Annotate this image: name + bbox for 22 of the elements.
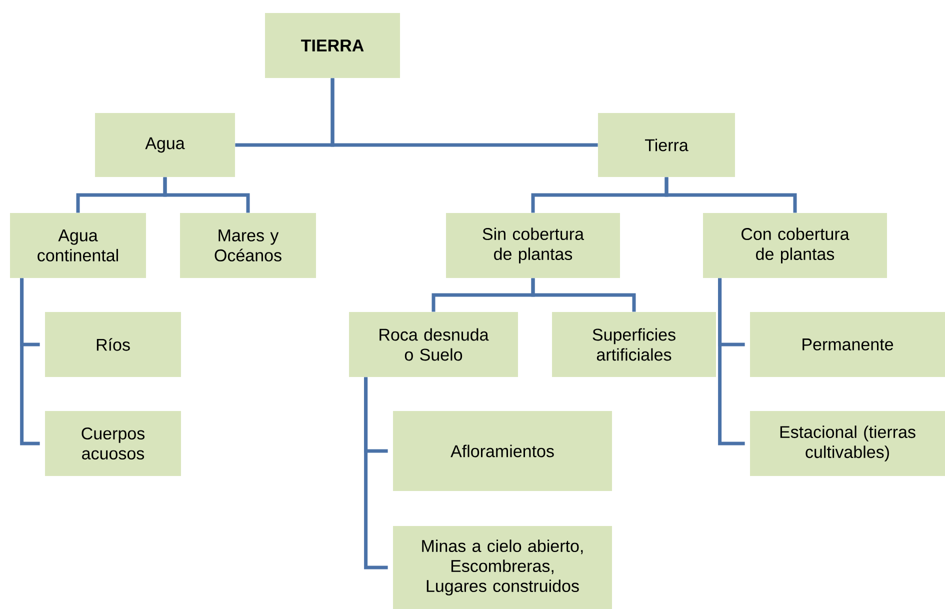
box: Estacional (tierras cultivables) <box>750 411 945 476</box>
connector-line <box>330 78 598 147</box>
connector-line <box>163 177 250 213</box>
box: Permanente <box>750 312 945 377</box>
connector-line <box>531 278 636 312</box>
box: Ríos <box>45 312 181 377</box>
box: Agua <box>95 113 235 177</box>
box: TIERRA <box>265 13 400 78</box>
box: Minas a cielo abierto, Escombreras, Lugares construidos <box>393 526 612 609</box>
box: Superficies artificiales <box>552 312 716 377</box>
box: Con cobertura de plantas <box>703 213 887 278</box>
box: Roca desnuda o Suelo <box>349 312 518 377</box>
box: Mares y Océanos <box>180 213 316 278</box>
box: Agua continental <box>10 213 146 278</box>
box: Tierra <box>598 113 735 177</box>
connector-line <box>20 278 40 446</box>
connector-line <box>364 377 388 570</box>
box: Cuerpos acuosos <box>45 411 181 476</box>
box: Afloramientos <box>393 411 612 491</box>
box: Sin cobertura de plantas <box>446 213 620 278</box>
connector-line <box>664 177 797 213</box>
connector-line <box>718 278 745 446</box>
